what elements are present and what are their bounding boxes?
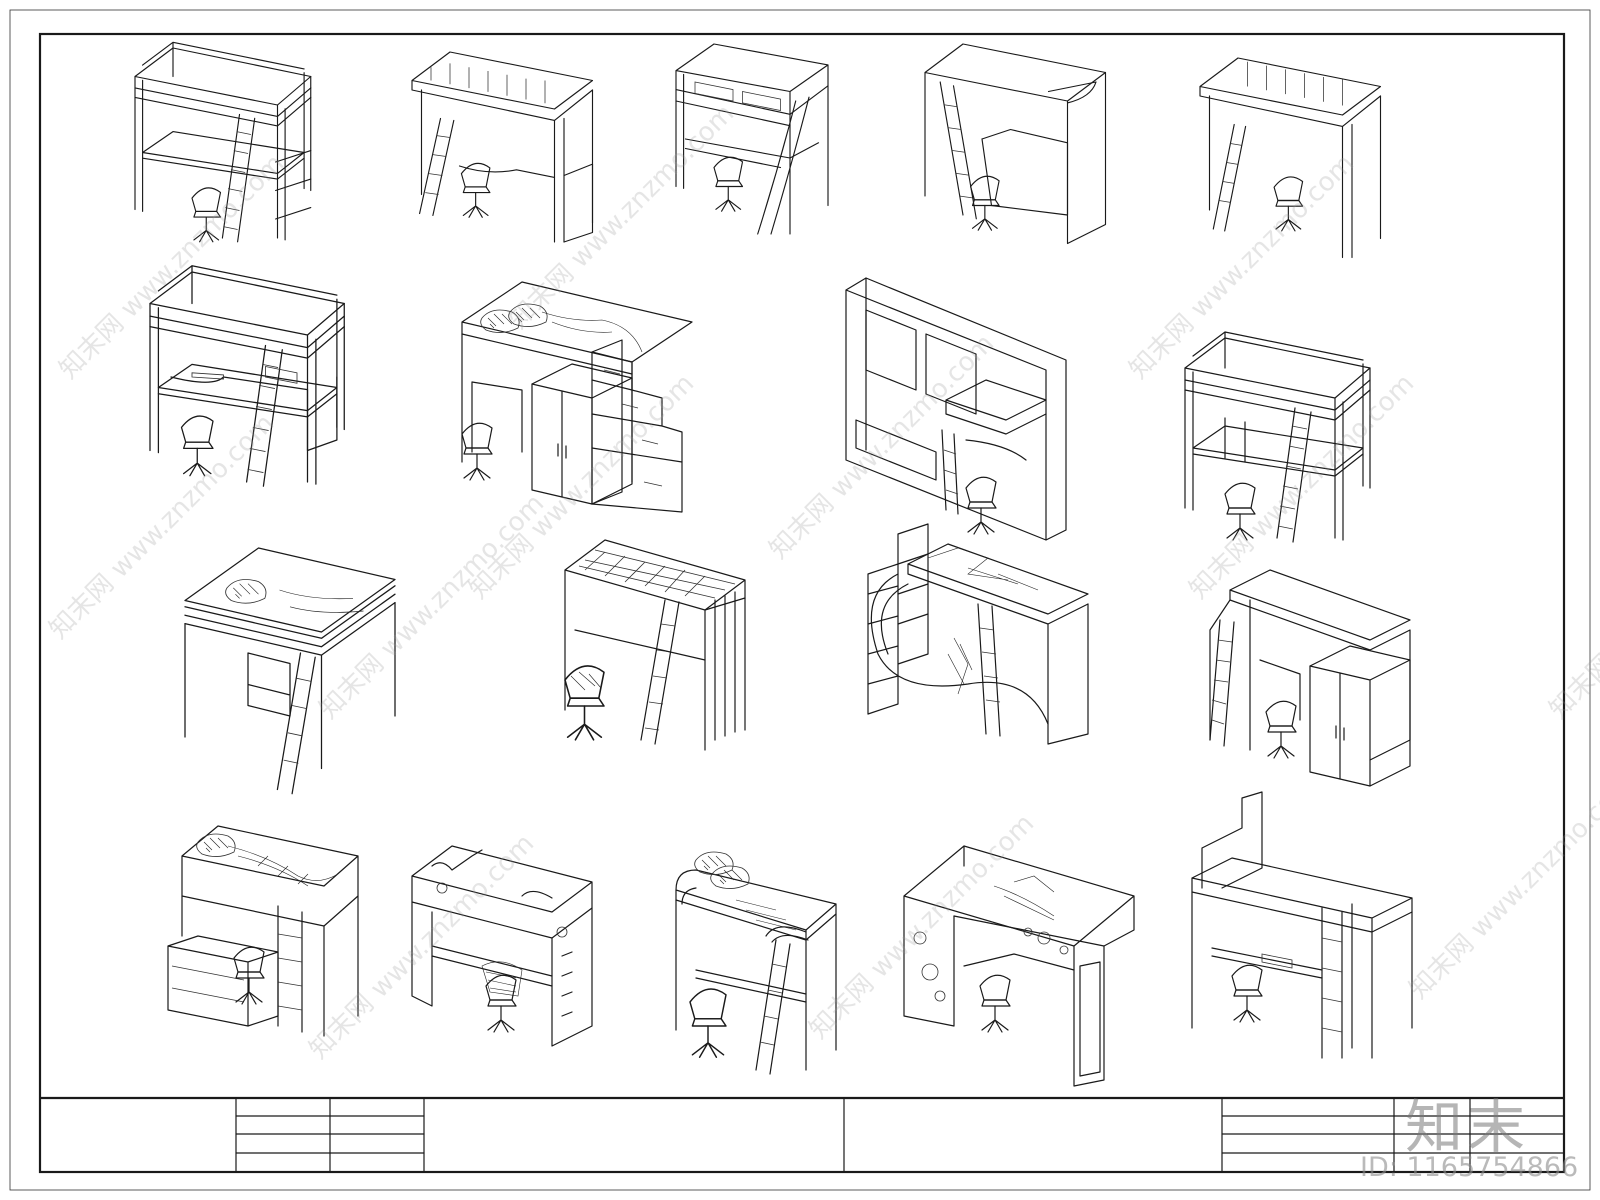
outer-sheet-border — [9, 9, 1591, 1191]
loft-bed-11 — [564, 539, 746, 751]
drawing-frame — [38, 32, 1566, 1174]
loft-bed-6 — [149, 265, 345, 487]
loft-bed-13 — [1209, 569, 1411, 787]
site-watermark-4: 知末网 www.znzmo.com — [764, 329, 1000, 565]
loft-bed-8 — [845, 277, 1067, 541]
site-watermark-0: 知末网 www.znzmo.com — [54, 149, 290, 385]
loft-bed-16 — [675, 851, 837, 1075]
loft-bed-15 — [411, 845, 593, 1047]
title-block — [40, 1096, 1565, 1173]
loft-bed-5 — [1199, 57, 1382, 259]
site-watermark-6: 知末网 www.znzmo.com — [1184, 369, 1420, 605]
watermark-logo: 知末 — [1405, 1093, 1530, 1161]
loft-bed-2 — [411, 51, 594, 243]
loft-bed-1 — [134, 41, 312, 243]
loft-bed-9 — [1184, 331, 1371, 543]
site-watermark-2: 知末网 www.znzmo.com — [464, 369, 700, 605]
site-watermark-10: 知末网 www.znzmo.com — [1404, 769, 1600, 1005]
site-watermark-8: 知末网 www.znzmo.com — [304, 829, 540, 1065]
loft-bed-7 — [461, 281, 693, 513]
loft-bed-12 — [867, 523, 1089, 745]
site-watermark-11: 知末网 www.znzmo.com — [44, 409, 280, 645]
site-watermark-3: 知末网 www.znzmo.com — [504, 99, 740, 335]
loft-bed-4 — [924, 43, 1107, 245]
loft-bed-17 — [903, 845, 1135, 1087]
watermark-id-label: ID: 1165754866 — [1360, 1152, 1579, 1183]
loft-bed-14 — [167, 825, 359, 1037]
loft-bed-10 — [184, 547, 396, 795]
loft-bed-18 — [1191, 791, 1413, 1059]
loft-bed-3 — [675, 43, 829, 235]
site-watermark-9: 知末网 www.znzmo.com — [804, 809, 1040, 1045]
site-watermark-7: 知末网 www.znzmo.com — [1544, 489, 1600, 725]
site-watermark-1: 知末网 www.znzmo.com — [314, 489, 550, 725]
site-watermark-5: 知末网 www.znzmo.com — [1124, 149, 1360, 385]
